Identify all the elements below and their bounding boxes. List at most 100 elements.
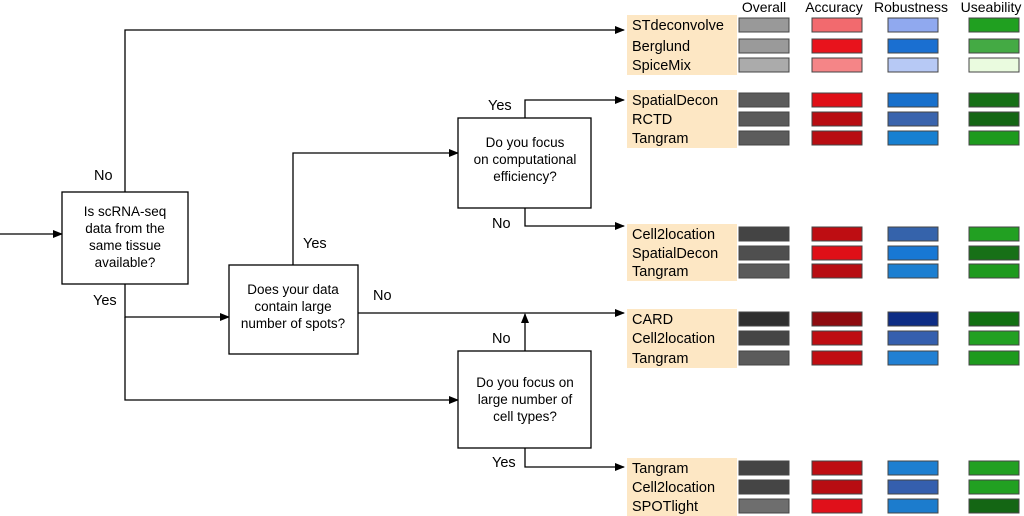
question-box <box>457 350 592 449</box>
score-swatch-useability <box>968 498 1020 514</box>
question-q1: Is scRNA-seq data from the same tissue a… <box>61 191 189 285</box>
score-swatch-accuracy <box>811 130 863 146</box>
question-line: contain large <box>254 299 331 314</box>
edge-label-q1-no: No <box>94 168 113 184</box>
score-swatch-accuracy <box>811 226 863 242</box>
question-box <box>228 264 359 355</box>
score-swatch-useability <box>968 479 1020 495</box>
score-swatch-accuracy <box>811 460 863 476</box>
q4-yes-arrow <box>524 448 625 471</box>
column-header-overall: Overall <box>742 0 786 15</box>
score-swatch-accuracy <box>811 38 863 54</box>
question-q4: Do you focus on large number of cell typ… <box>457 350 592 449</box>
q1-yes-to-q4-arrow <box>124 317 459 404</box>
edge-label-q1-yes: Yes <box>93 293 117 309</box>
score-swatch-accuracy <box>811 92 863 108</box>
method-name: Tangram <box>632 264 688 280</box>
method-name: Tangram <box>632 351 688 367</box>
edge-label-q3-no: No <box>492 216 511 232</box>
score-swatch-robustness <box>887 263 939 279</box>
method-name: SPOTlight <box>632 499 698 515</box>
edge-label-q3-yes: Yes <box>488 98 512 114</box>
q1-yes-to-q2-arrow <box>124 284 230 321</box>
method-name: RCTD <box>632 112 672 128</box>
score-swatch-accuracy <box>811 311 863 327</box>
score-swatch-accuracy <box>811 330 863 346</box>
score-swatch-useability <box>968 130 1020 146</box>
connectors <box>0 26 625 471</box>
score-swatch-accuracy <box>811 350 863 366</box>
method-group-background <box>627 15 737 75</box>
score-swatch-robustness <box>887 111 939 127</box>
edge-label-q4-no: No <box>492 331 511 347</box>
method-name: STdeconvolve <box>632 18 724 34</box>
score-swatch-overall <box>738 479 790 495</box>
score-swatch-useability <box>968 111 1020 127</box>
q2-yes-arrow <box>292 149 459 265</box>
score-swatch-useability <box>968 38 1020 54</box>
column-header-useability: Useability <box>961 0 1022 15</box>
question-line: data from the <box>85 221 165 236</box>
score-swatch-overall <box>738 263 790 279</box>
score-swatch-robustness <box>887 311 939 327</box>
score-swatch-overall <box>738 130 790 146</box>
score-swatch-robustness <box>887 92 939 108</box>
question-box <box>457 117 592 209</box>
score-swatch-accuracy <box>811 479 863 495</box>
question-line: same tissue <box>89 238 161 253</box>
score-swatch-robustness <box>887 479 939 495</box>
question-line: cell types? <box>493 409 557 424</box>
method-name: Cell2location <box>632 331 715 347</box>
question-line: Do you focus <box>486 135 565 150</box>
column-header-robustness: Robustness <box>874 0 948 15</box>
score-swatch-accuracy <box>811 245 863 261</box>
score-swatch-useability <box>968 350 1020 366</box>
score-swatch-useability <box>968 311 1020 327</box>
score-swatch-accuracy <box>811 263 863 279</box>
score-swatch-useability <box>968 245 1020 261</box>
question-line: available? <box>95 255 156 270</box>
score-swatch-useability <box>968 226 1020 242</box>
score-swatch-overall <box>738 245 790 261</box>
method-name: CARD <box>632 312 673 328</box>
score-swatch-robustness <box>887 245 939 261</box>
score-swatch-robustness <box>887 17 939 33</box>
score-swatch-useability <box>968 17 1020 33</box>
method-name: Tangram <box>632 131 688 147</box>
score-swatch-accuracy <box>811 111 863 127</box>
score-swatch-overall <box>738 350 790 366</box>
column-headers: Overall Accuracy Robustness Useability <box>742 0 1022 15</box>
score-swatch-accuracy <box>811 17 863 33</box>
score-swatch-overall <box>738 460 790 476</box>
score-swatch-overall <box>738 330 790 346</box>
column-header-accuracy: Accuracy <box>805 0 863 15</box>
score-swatch-useability <box>968 263 1020 279</box>
score-swatch-useability <box>968 57 1020 73</box>
score-swatch-robustness <box>887 330 939 346</box>
edge-label-q2-no: No <box>373 288 392 304</box>
score-swatch-robustness <box>887 350 939 366</box>
question-line: number of spots? <box>241 316 345 331</box>
score-swatch-useability <box>968 460 1020 476</box>
score-swatch-useability <box>968 92 1020 108</box>
method-name: SpatialDecon <box>632 246 718 262</box>
method-name: SpiceMix <box>632 58 692 74</box>
score-swatch-robustness <box>887 226 939 242</box>
question-line: Do you focus on <box>476 375 574 390</box>
method-group-background <box>627 224 737 281</box>
method-name: SpatialDecon <box>632 93 718 109</box>
question-line: efficiency? <box>493 169 557 184</box>
q1-no-arrow <box>124 26 625 192</box>
q3-no-arrow <box>524 208 625 230</box>
score-swatch-robustness <box>887 498 939 514</box>
score-swatch-overall <box>738 92 790 108</box>
question-line: Is scRNA-seq <box>84 204 167 219</box>
question-q3: Do you focus on computational efficiency… <box>457 117 592 209</box>
score-swatch-robustness <box>887 460 939 476</box>
method-group-background <box>627 309 737 368</box>
q3-yes-arrow <box>524 96 625 118</box>
score-swatch-overall <box>738 57 790 73</box>
